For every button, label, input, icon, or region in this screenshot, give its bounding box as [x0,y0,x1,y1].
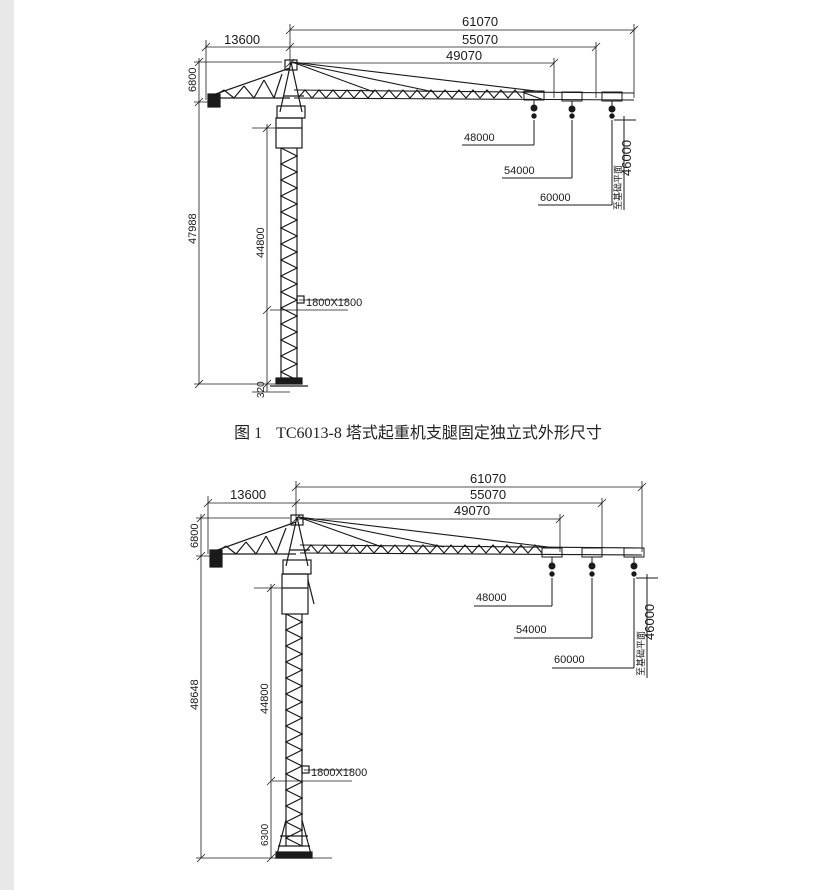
fig1-dim-49070: 49070 [446,48,482,63]
figure-1-jib [291,61,635,101]
fig2-dim-6800: 6800 [189,524,201,548]
fig1-dim-base: 320 [256,381,267,398]
figure-2-counter-jib [209,521,297,568]
document-page: 61070 55070 49070 13600 6800 47988 44800… [14,0,836,890]
fig2-hook-height: 46000 [642,604,657,640]
fig2-radius-48000: 48000 [476,592,507,604]
fig1-dim-13600: 13600 [224,32,260,47]
figure-1-crane: 61070 55070 49070 13600 6800 47988 44800… [187,14,639,398]
figure-1-caption: 图 1 TC6013-8 塔式起重机支腿固定独立式外形尺寸 [14,419,836,443]
figure-1-hook-blocks [462,90,636,210]
fig2-hook-note: 至基础平面 [635,631,646,676]
figure-1-counter-jib [207,67,291,108]
crane-drawing: 61070 55070 49070 13600 6800 47988 44800… [187,14,658,863]
figure-2-crane: 61070 55070 49070 13600 6800 48648 44800… [189,471,658,863]
figure-2-dimension-lines [196,481,647,863]
fig2-dim-13600: 13600 [230,487,266,502]
fig1-radius-54000: 54000 [504,165,535,177]
fig2-dim-mast-height: 44800 [259,683,271,714]
fig1-radius-48000: 48000 [464,132,495,144]
figure-1-tower-head [275,59,306,149]
fig1-dim-55070: 55070 [462,32,498,47]
fig2-mast-section: 1800X1800 [311,767,367,779]
fig2-radius-54000: 54000 [516,624,547,636]
fig1-mast-section: 1800X1800 [306,297,362,309]
fig1-dim-mast-height: 44800 [255,227,267,258]
figure-2-jib [297,516,643,556]
figure-2-hook-blocks [474,547,658,678]
fig2-dim-total-height: 48648 [189,679,201,710]
figure-1-mast [270,147,308,387]
fig2-dim-61070: 61070 [470,471,506,486]
fig2-dim-base: 6300 [260,823,271,846]
fig1-hook-note: 至基础平面 [612,165,623,210]
figure-1-caption-text: TC6013-8 塔式起重机支腿固定独立式外形尺寸 [276,425,602,442]
figure-1-caption-number: 图 1 [234,425,263,442]
fig1-dim-6800: 6800 [187,68,199,92]
fig1-dim-61070: 61070 [462,14,498,29]
fig1-dim-total-height: 47988 [187,213,199,244]
fig2-dim-55070: 55070 [470,487,506,502]
fig2-radius-60000: 60000 [554,654,585,666]
fig1-radius-60000: 60000 [540,192,571,204]
figure-1-dimension-lines [194,24,639,393]
figure-2-mast [275,613,313,859]
fig1-hook-height: 46000 [619,140,634,176]
fig2-dim-49070: 49070 [454,503,490,518]
figure-2-tower-head [281,514,315,615]
